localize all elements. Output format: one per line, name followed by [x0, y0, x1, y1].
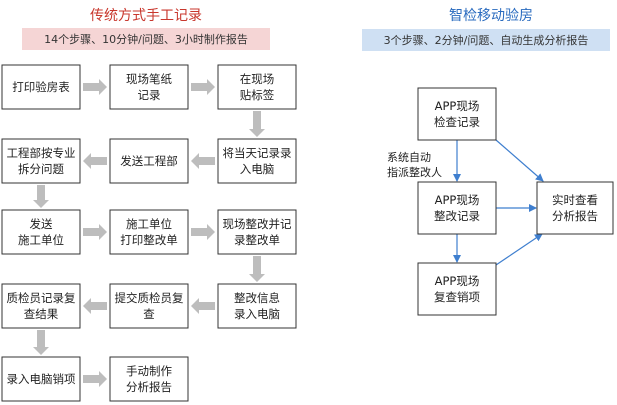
gray-arrow	[249, 256, 265, 282]
smart-step-4-label: 分析报告	[552, 209, 598, 223]
smart-subtitle: 3个步骤、2分钟/问题、自动生成分析报告	[384, 33, 589, 47]
gray-arrow	[83, 371, 107, 387]
traditional-step-6-label: 入电脑	[240, 162, 275, 176]
traditional-step-7-label: 发送	[30, 217, 53, 231]
traditional-step-9-box	[217, 209, 297, 255]
traditional-step-10-label: 质检员记录复	[7, 291, 76, 305]
traditional-step-12-box	[217, 283, 297, 329]
traditional-step-11-label: 提交质检员复	[115, 291, 184, 305]
smart-step-2-label: 整改记录	[434, 209, 480, 223]
auto-assign-note-line-2: 指派整改人	[387, 165, 442, 179]
traditional-step-7-box	[1, 209, 81, 255]
gray-arrow	[83, 153, 107, 169]
auto-assign-note-line-1: 系统自动	[387, 151, 431, 164]
traditional-banner	[22, 28, 270, 50]
traditional-step-7-label: 施工单位	[18, 233, 64, 247]
gray-arrow	[191, 79, 215, 95]
traditional-step-1-label: 打印验房表	[12, 80, 70, 94]
gray-arrow	[83, 224, 107, 240]
traditional-step-13-label: 录入电脑销项	[7, 372, 76, 386]
smart-arrows	[453, 139, 544, 266]
traditional-step-3-label: 在现场	[240, 72, 275, 86]
traditional-step-14-label: 手动制作	[126, 364, 172, 378]
smart-banner	[362, 29, 610, 51]
traditional-arrows	[33, 79, 265, 387]
traditional-step-4-label: 工程部按专业	[7, 146, 76, 160]
traditional-step-12-label: 录入电脑	[234, 307, 280, 321]
traditional-step-13-box	[1, 356, 81, 402]
blue-arrow	[495, 139, 544, 182]
smart-step-1-label: 检查记录	[434, 115, 480, 129]
smart-title: 智检移动验房	[449, 8, 533, 24]
traditional-step-14-label: 分析报告	[126, 380, 172, 394]
traditional-step-1: 打印验房表	[1, 64, 81, 110]
traditional-step-4-label: 拆分问题	[18, 162, 64, 176]
smart-step-2-box	[417, 181, 497, 235]
traditional-step-5: 发送工程部	[109, 138, 189, 184]
smart-step-3-box	[417, 262, 497, 316]
gray-arrow	[83, 79, 107, 95]
gray-arrow	[191, 153, 215, 169]
traditional-step-10-label: 查结果	[24, 307, 59, 321]
gray-arrow	[249, 111, 265, 137]
traditional-step-6-box	[217, 138, 297, 184]
traditional-step-2-label: 记录	[138, 88, 161, 102]
traditional-step-5-box	[109, 138, 189, 184]
traditional-step-9-label: 现场整改并记	[223, 217, 292, 231]
traditional-step-8-label: 施工单位	[126, 217, 172, 231]
traditional-step-1-box	[1, 64, 81, 110]
traditional-step-3-label: 贴标签	[240, 88, 275, 102]
blue-arrow	[495, 233, 543, 266]
traditional-step-8-label: 打印整改单	[120, 233, 178, 247]
traditional-steps: 打印验房表现场笔纸记录在现场贴标签工程部按专业拆分问题发送工程部将当天记录录入电…	[1, 64, 297, 402]
smart-step-4-label: 实时查看	[552, 193, 598, 207]
traditional-step-3-box	[217, 64, 297, 110]
traditional-step-6-label: 将当天记录录	[223, 146, 292, 160]
traditional-step-12-label: 整改信息	[234, 291, 280, 305]
traditional-step-11-label: 查	[143, 307, 155, 321]
traditional-step-8-box	[109, 209, 189, 255]
traditional-step-14-box	[109, 356, 189, 402]
traditional-step-9-label: 录整改单	[234, 233, 280, 247]
traditional-step-11-box	[109, 283, 189, 329]
smart-step-2-label: APP现场	[435, 193, 480, 207]
traditional-section: 传统方式手工记录 14个步骤、10分钟/问题、3小时制作报告 打印验房表 现场笔纸…	[1, 8, 297, 402]
traditional-step-10-box	[1, 283, 81, 329]
gray-arrow	[191, 224, 215, 240]
smart-section: 智检移动验房 3个步骤、2分钟/问题、自动生成分析报告 APP现场检查记录APP…	[362, 8, 614, 316]
gray-arrow	[33, 330, 49, 355]
smart-step-3-label: 复查销项	[434, 290, 480, 304]
smart-step-1-label: APP现场	[435, 99, 480, 113]
smart-step-4-box	[536, 181, 614, 235]
gray-arrow	[191, 298, 215, 314]
gray-arrow	[83, 298, 107, 314]
traditional-title: 传统方式手工记录	[90, 8, 202, 24]
traditional-step-2-label: 现场笔纸	[126, 72, 172, 86]
traditional-step-2-box	[109, 64, 189, 110]
smart-step-3-label: APP现场	[435, 274, 480, 288]
gray-arrow	[33, 185, 49, 208]
smart-step-1-box	[417, 87, 497, 141]
traditional-subtitle: 14个步骤、10分钟/问题、3小时制作报告	[44, 32, 248, 46]
traditional-step-4-box	[1, 138, 81, 184]
traditional-step-5-label: 发送工程部	[120, 154, 178, 168]
traditional-step-13: 录入电脑销项	[1, 356, 81, 402]
